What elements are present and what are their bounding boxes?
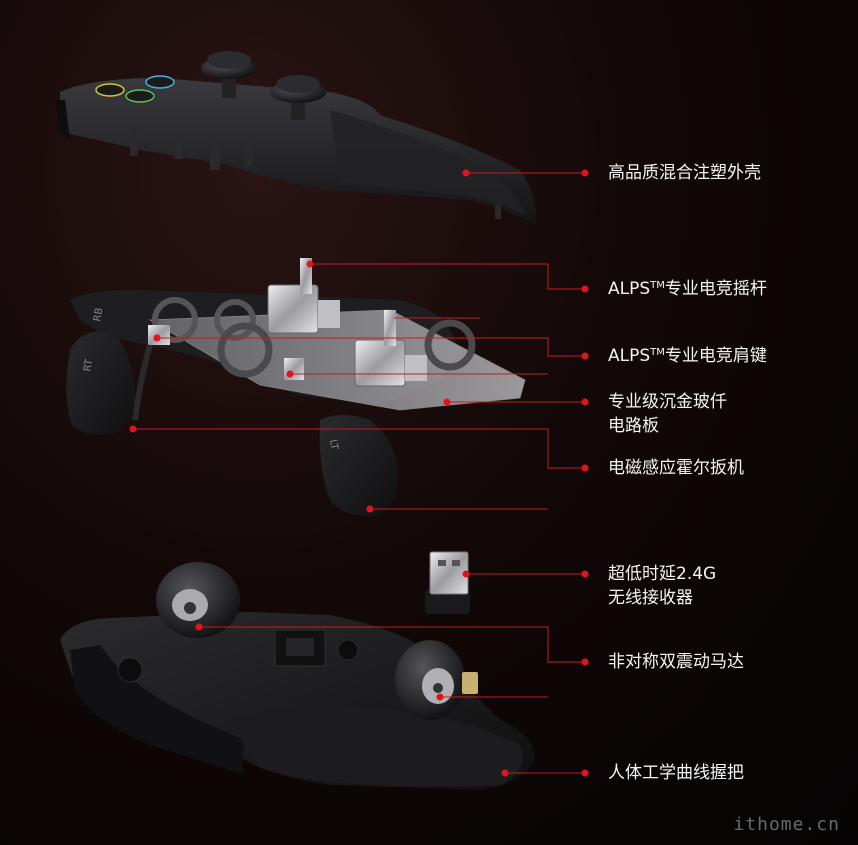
label-joystick: ALPSTM专业电竞摇杆 — [608, 277, 767, 301]
label-shell: 高品质混合注塑外壳 — [608, 163, 761, 183]
label-pcb-line1: 专业级沉金玻仟 — [608, 392, 727, 412]
label-trigger: 电磁感应霍尔扳机 — [608, 458, 744, 478]
label-shoulder-tm: TM — [650, 347, 665, 358]
label-motor: 非对称双震动马达 — [608, 652, 744, 672]
label-pcb: 专业级沉金玻仟 电路板 — [608, 390, 727, 438]
label-joystick-prefix: ALPS — [608, 279, 651, 299]
usb-receiver — [425, 551, 470, 614]
label-shoulder-prefix: ALPS — [608, 346, 651, 366]
trigger-left-mark: RT — [82, 358, 95, 373]
bottom-shell — [60, 562, 535, 790]
label-shoulder-suffix: 专业电竞肩键 — [664, 346, 767, 366]
label-joystick-tm: TM — [650, 280, 665, 291]
label-grip: 人体工学曲线握把 — [608, 763, 744, 783]
callouts — [129, 169, 589, 777]
trigger-right-mark: LT — [327, 439, 340, 452]
middle-frame: RT RB LT — [66, 258, 526, 516]
label-shoulder: ALPSTM专业电竞肩键 — [608, 344, 767, 368]
label-receiver-line2: 无线接收器 — [608, 588, 693, 608]
top-shell — [55, 51, 536, 225]
label-receiver-line1: 超低时延2.4G — [608, 564, 717, 584]
label-receiver: 超低时延2.4G 无线接收器 — [608, 562, 716, 610]
label-joystick-suffix: 专业电竞摇杆 — [664, 279, 767, 299]
watermark: ithome.cn — [733, 814, 840, 835]
shoulder-mark: RB — [92, 307, 105, 323]
label-pcb-line2: 电路板 — [608, 416, 659, 436]
